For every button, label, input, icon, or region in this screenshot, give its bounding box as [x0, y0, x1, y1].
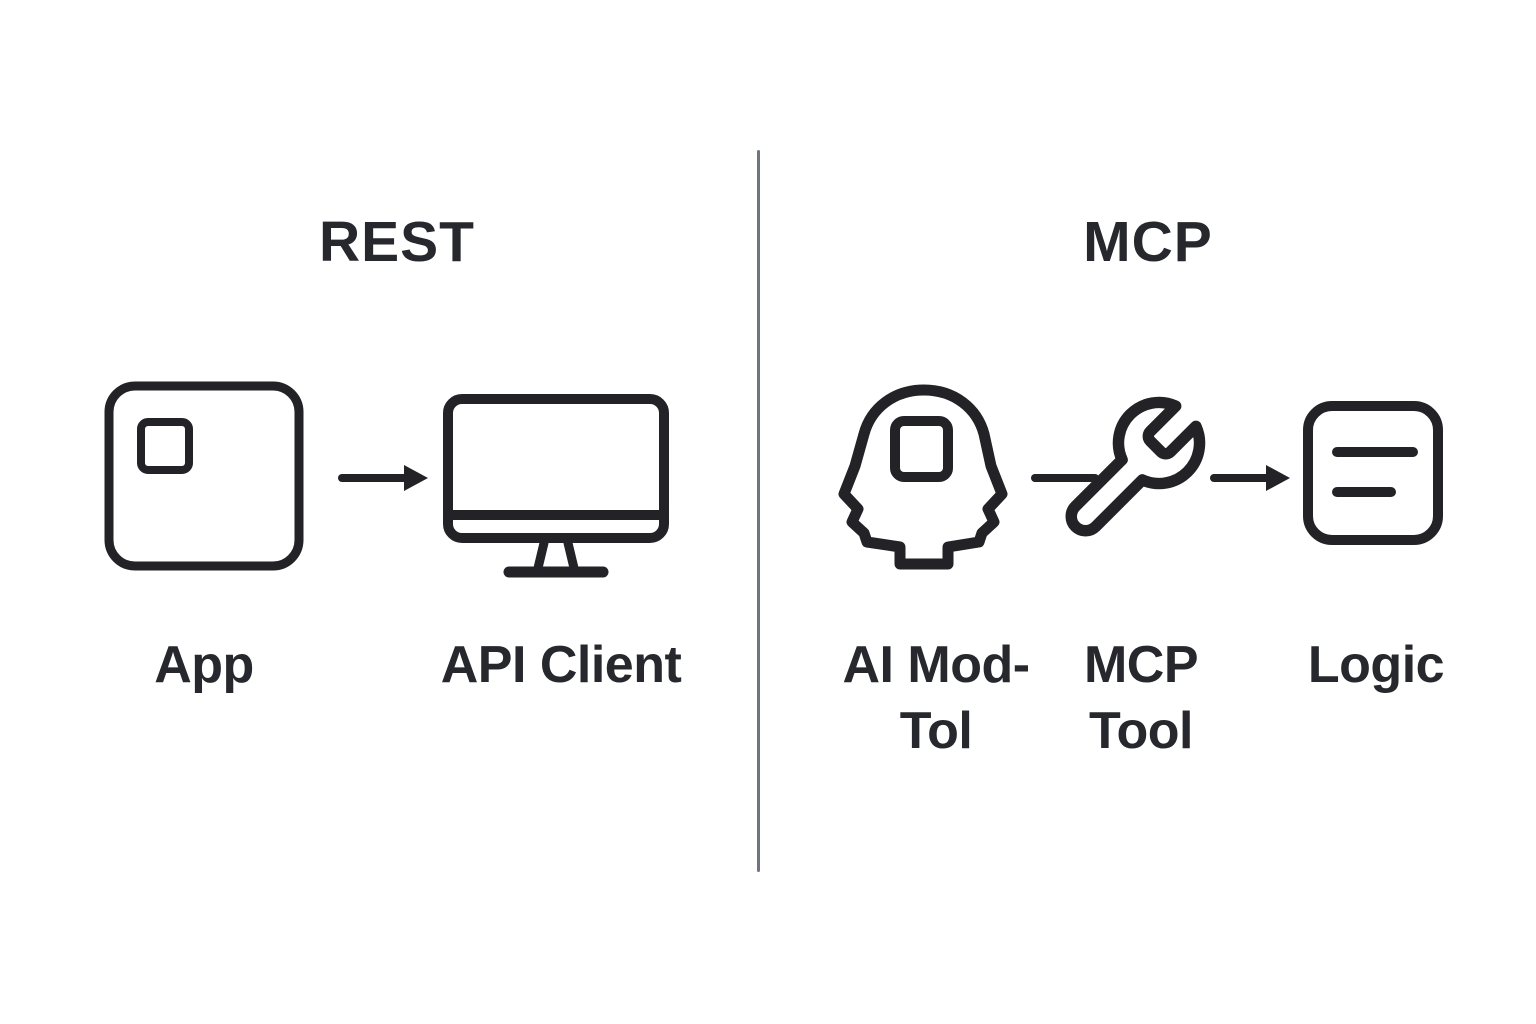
- mcp-tool-label: MCP Tool: [1083, 636, 1199, 760]
- connector-line: [1030, 470, 1100, 486]
- document-lines-icon: [1303, 401, 1443, 546]
- section-divider: [757, 150, 760, 872]
- logic-label: Logic: [1307, 636, 1445, 694]
- rest-section-title: REST: [318, 210, 476, 274]
- monitor-icon: [443, 394, 669, 582]
- app-label: App: [154, 636, 254, 694]
- mcp-section-title: MCP: [1083, 210, 1213, 274]
- arrow-right-icon: [338, 460, 430, 496]
- api-client-label: API Client: [440, 636, 682, 694]
- arrow-right-icon: [1210, 460, 1292, 496]
- app-icon: [104, 381, 304, 571]
- ai-model-label: AI Mod- Tol: [842, 636, 1030, 760]
- head-profile-icon: [838, 384, 1010, 570]
- wrench-icon: [1051, 389, 1213, 551]
